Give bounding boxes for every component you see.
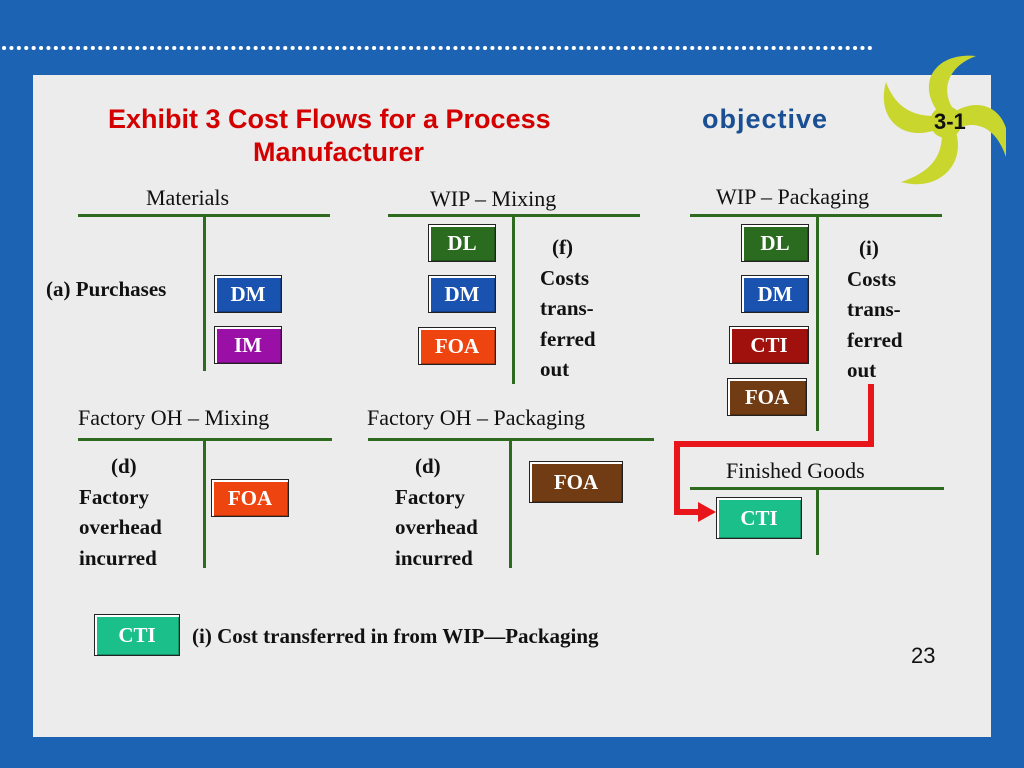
foh-packaging-t-vertical: [509, 440, 512, 568]
decorative-dotted-line: [2, 46, 878, 50]
objective-swirl-icon: [883, 55, 1006, 185]
finished-goods-t-vertical: [816, 489, 819, 555]
foh-mixing-t-vertical: [203, 440, 206, 568]
foh-mixing-foa-box: FOA: [211, 479, 289, 517]
wip-mixing-t-horizontal: [388, 214, 640, 217]
legend-text: (i) Cost transferred in from WIP—Packagi…: [192, 624, 599, 648]
wip-mixing-t-vertical: [512, 216, 515, 384]
wip-packaging-cti-box: CTI: [729, 326, 809, 364]
foh-mixing-title: Factory OH – Mixing: [78, 405, 270, 430]
foh-mixing-debit-note: (d) Factory overhead incurred: [79, 451, 189, 573]
wip-mixing-dl-box: DL: [428, 224, 496, 262]
debit-note-line: incurred: [395, 545, 473, 570]
flow-arrow: [674, 384, 874, 522]
materials-t-horizontal: [78, 214, 330, 217]
wip-packaging-dm-box: DM: [741, 275, 809, 313]
slide-number: 23: [911, 643, 936, 668]
foh-packaging-debit-note: (d) Factory overhead incurred: [395, 451, 505, 573]
credit-note-line: (i): [859, 236, 879, 260]
foh-mixing-t-horizontal: [78, 438, 332, 441]
wip-packaging-t-horizontal: [690, 214, 942, 217]
materials-dm-box: DM: [214, 275, 282, 313]
wip-mixing-foa-box: FOA: [418, 327, 496, 365]
finished-goods-cti-box: CTI: [716, 497, 802, 539]
credit-note-line: Costs: [847, 266, 897, 291]
credit-note-line: ferred: [847, 327, 903, 352]
credit-note-line: trans-: [540, 296, 594, 320]
materials-debit-note: (a) Purchases: [46, 277, 167, 301]
finished-goods-title: Finished Goods: [726, 458, 865, 483]
slide-title-line1: Exhibit 3 Cost Flows for a Process: [108, 104, 551, 134]
wip-packaging-title: WIP – Packaging: [716, 184, 870, 209]
wip-mixing-dm-box: DM: [428, 275, 496, 313]
materials-im-box: IM: [214, 326, 282, 364]
debit-note-line: Factory: [395, 484, 465, 509]
wip-packaging-t-vertical: [816, 216, 819, 431]
credit-note-line: out: [847, 358, 877, 382]
credit-note-line: (f): [552, 235, 573, 259]
legend-cti-box: CTI: [94, 614, 180, 656]
credit-note-line: Costs: [540, 265, 590, 290]
wip-packaging-credit-note: (i) Costs trans- ferred out: [847, 233, 927, 386]
wip-mixing-title: WIP – Mixing: [430, 186, 557, 211]
credit-note-line: ferred: [540, 326, 596, 351]
foh-packaging-t-horizontal: [368, 438, 654, 441]
credit-note-line: out: [540, 357, 570, 381]
debit-note-line: overhead: [79, 515, 162, 539]
wip-packaging-foa-box: FOA: [727, 378, 807, 416]
foh-packaging-foa-box: FOA: [529, 461, 623, 503]
finished-goods-t-horizontal: [690, 487, 944, 490]
foh-packaging-title: Factory OH – Packaging: [367, 405, 586, 430]
materials-title: Materials: [146, 185, 230, 210]
slide-title-line2: Manufacturer: [253, 137, 425, 167]
wip-mixing-credit-note: (f) Costs trans- ferred out: [540, 232, 620, 385]
debit-note-line: Factory: [79, 484, 149, 509]
debit-note-line: (d): [111, 454, 137, 478]
debit-note-line: (d): [415, 454, 441, 478]
objective-number: 3-1: [934, 109, 966, 134]
wip-packaging-dl-box: DL: [741, 224, 809, 262]
debit-note-line: overhead: [395, 515, 478, 539]
objective-label: objective: [702, 104, 829, 134]
content-panel: [33, 75, 991, 737]
materials-t-vertical: [203, 216, 206, 371]
debit-note-line: incurred: [79, 545, 157, 570]
credit-note-line: trans-: [847, 297, 901, 321]
